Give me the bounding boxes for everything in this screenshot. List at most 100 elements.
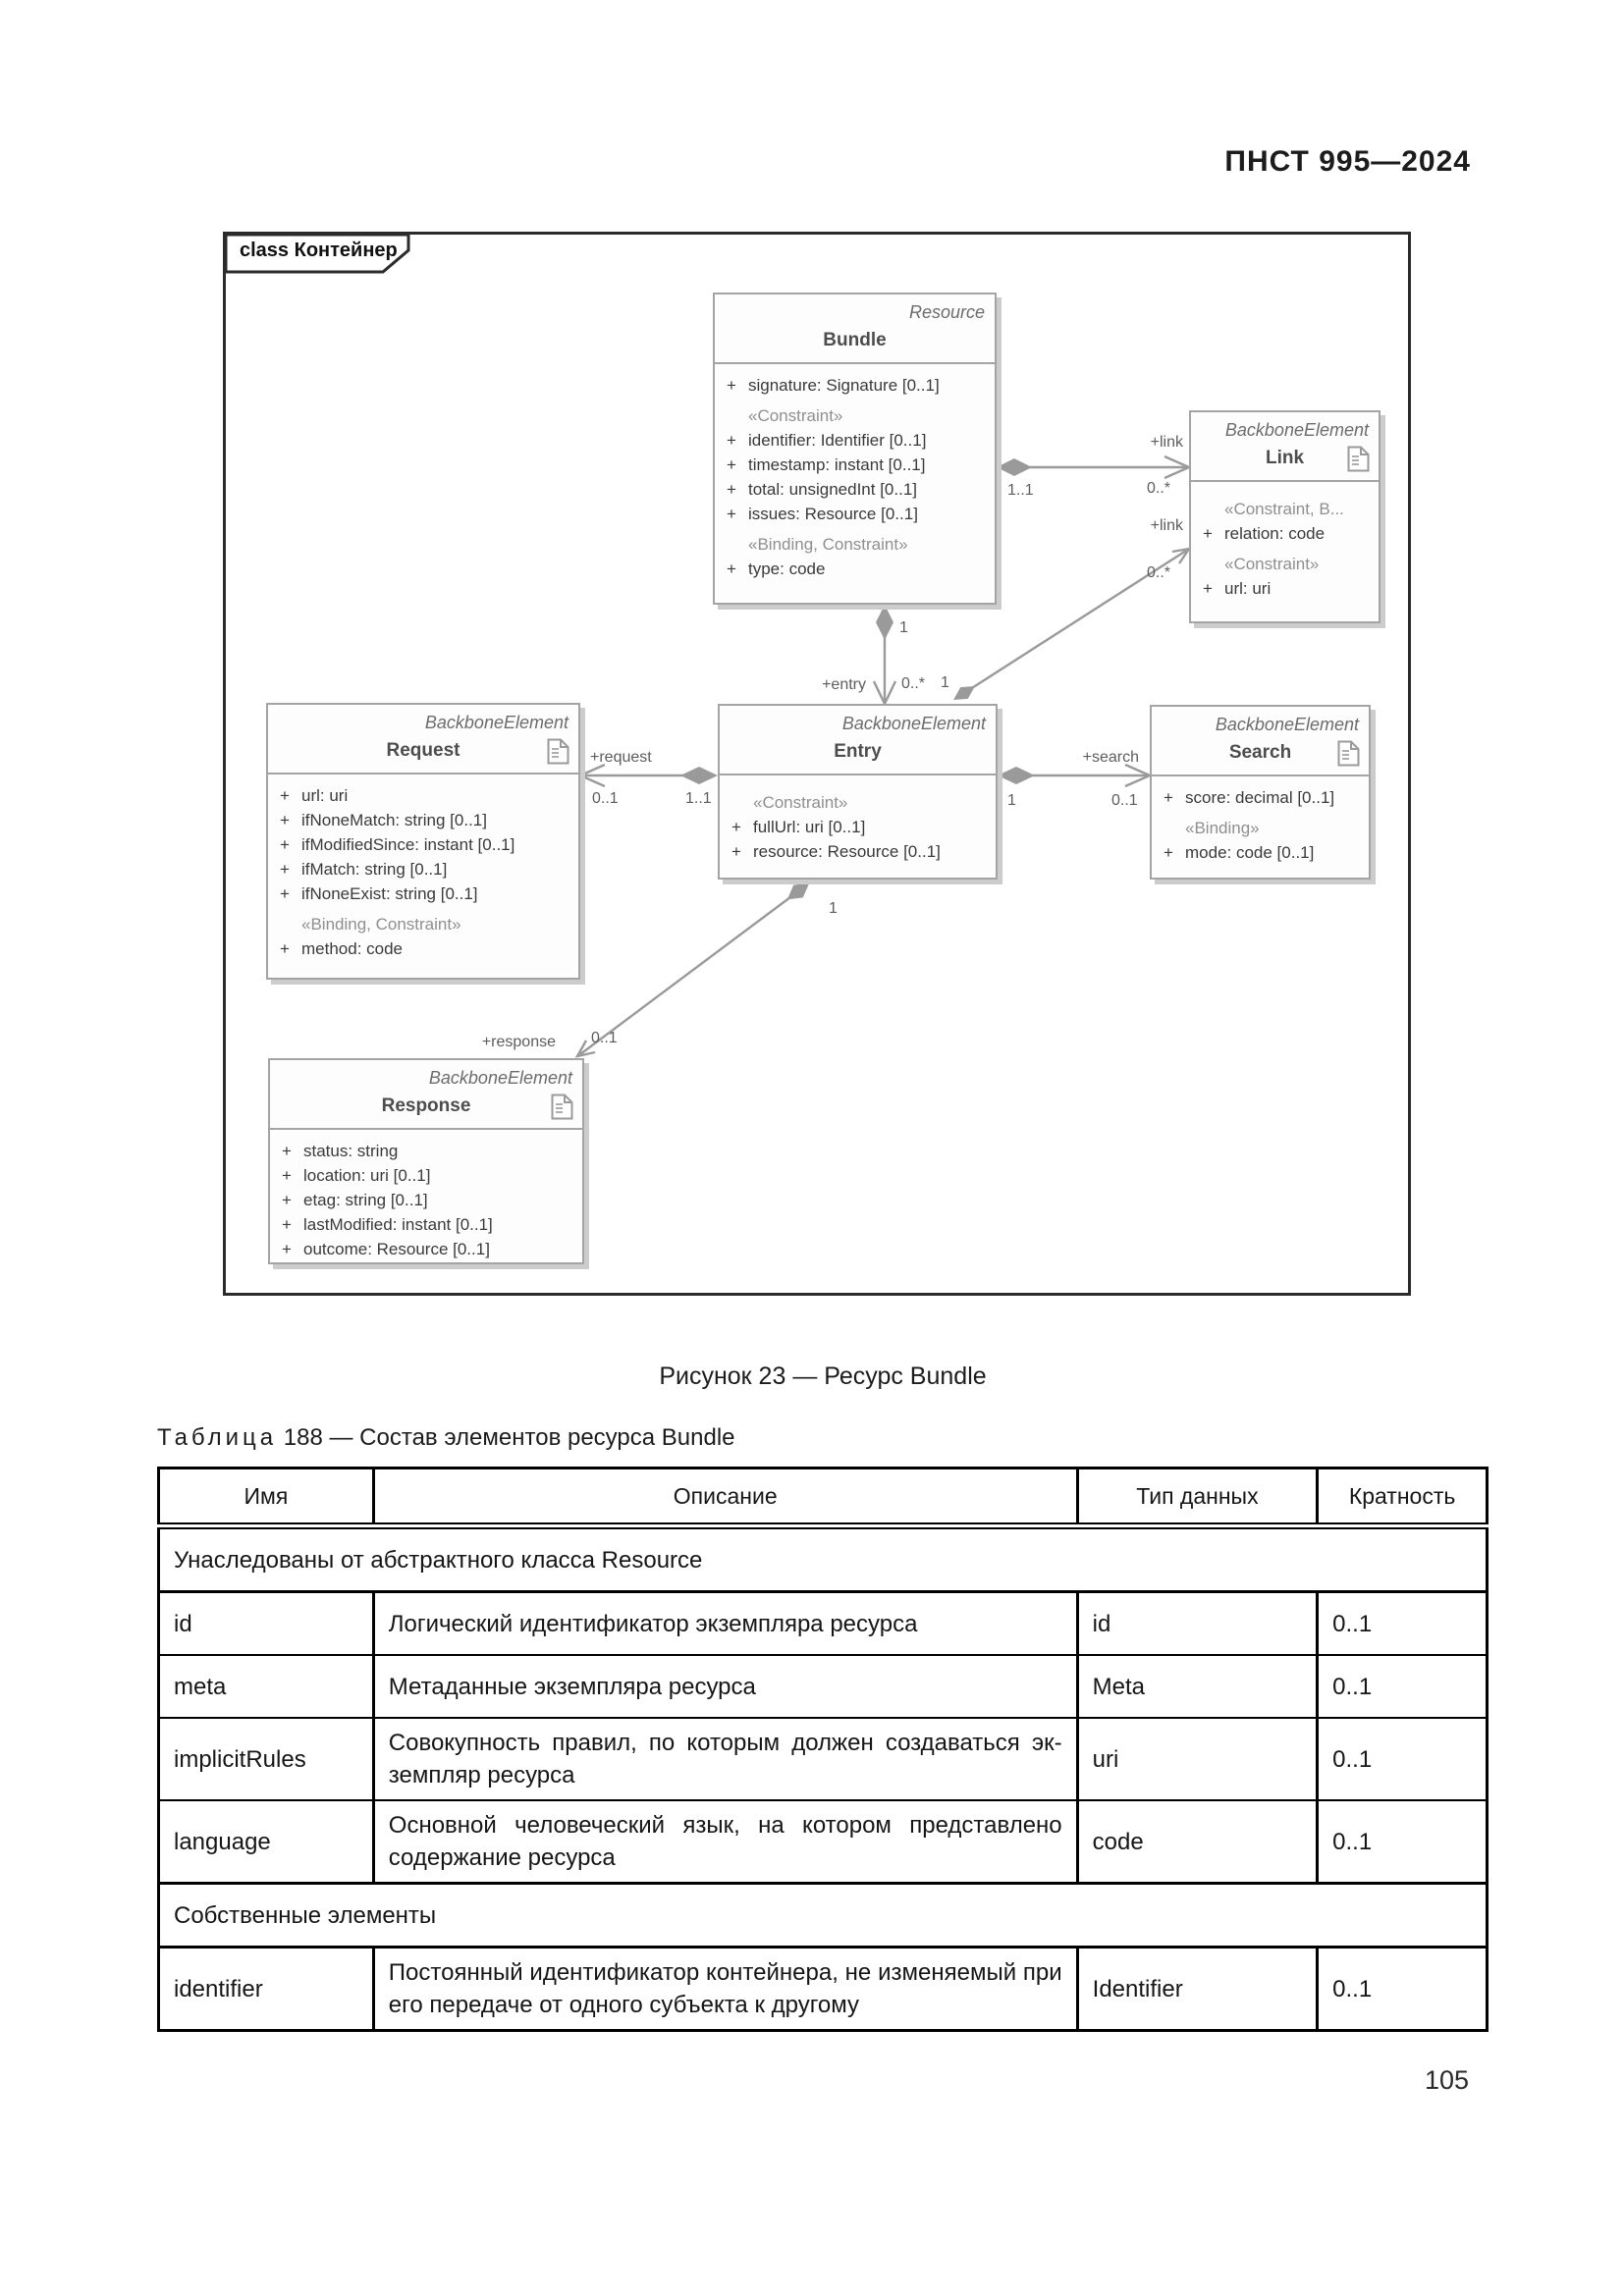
cell-cardinality: 0..1 [1317,1947,1488,2032]
uml-attribute: +mode: code [0..1] [1152,840,1369,865]
uml-attribute: +relation: code [1191,521,1379,546]
class-supertype: BackboneElement [1215,715,1359,734]
uml-attribute: +score: decimal [0..1] [1152,785,1369,810]
cell-description: Логический идентификатор экземпляра ресу… [373,1591,1079,1656]
visibility-plus: + [280,786,290,805]
visibility-plus: + [282,1191,292,1209]
visibility-plus: + [727,560,736,578]
uml-class-response: BackboneElement Response +status: string… [268,1058,584,1264]
class-header: BackboneElement Response [270,1060,582,1130]
frame-label: class Контейнер [240,240,398,261]
visibility-plus: + [727,455,736,474]
role-label: +search [1082,749,1139,766]
uml-class-search: BackboneElement Search +score: decimal [… [1150,705,1371,880]
uml-attribute: +ifMatch: string [0..1] [268,857,578,881]
class-header: BackboneElement Request [268,705,578,774]
visibility-plus: + [282,1166,292,1185]
uml-attribute: +ifNoneMatch: string [0..1] [268,808,578,832]
cell-description: Совокупность правил, по которым должен с… [373,1718,1079,1801]
table-section-row: Собственные элементы [158,1882,1488,1949]
class-name: Bundle [823,330,887,350]
elements-table: Имя Описание Тип данных Кратность Унасле… [157,1467,1489,2032]
document-icon [1347,446,1370,472]
uml-attribute: +lastModified: instant [0..1] [270,1212,582,1237]
class-attributes: +url: uri +ifNoneMatch: string [0..1] +i… [268,774,578,961]
column-header-description: Описание [373,1468,1079,1529]
document-icon [1337,740,1360,767]
multiplicity-label: 0..1 [592,790,619,807]
multiplicity-label: 1..1 [1007,482,1034,499]
multiplicity-label: 0..* [1147,564,1171,581]
uml-stereotype: «Binding, Constraint» [748,535,908,554]
cell-name: language [158,1800,375,1885]
class-name: Link [1265,448,1305,468]
visibility-plus: + [280,884,290,903]
figure-caption: Рисунок 23 — Ресурс Bundle [659,1362,987,1390]
multiplicity-label: 0..1 [1111,792,1138,809]
cell-description: Постоянный идентификатор контейнера, не … [373,1947,1079,2032]
uml-attribute: +ifModifiedSince: instant [0..1] [268,832,578,857]
cell-name: id [158,1591,375,1656]
cell-name: identifier [158,1947,375,2032]
uml-stereotype: «Binding» [1185,819,1260,837]
class-header: BackboneElement Link [1191,412,1379,482]
visibility-plus: + [1203,524,1213,543]
multiplicity-label: 1 [829,900,838,917]
uml-attribute: +ifNoneExist: string [0..1] [268,881,578,906]
role-label: +request [590,749,652,766]
cell-name: meta [158,1655,375,1719]
cell-cardinality: 0..1 [1317,1800,1488,1885]
class-header: BackboneElement Search [1152,707,1369,776]
uml-attribute: +resource: Resource [0..1] [720,839,996,864]
class-supertype: BackboneElement [1224,420,1369,440]
uml-attribute: +status: string [270,1139,582,1163]
class-supertype: BackboneElement [424,713,568,732]
multiplicity-label: 1 [941,674,949,691]
class-attributes: «Constraint» +fullUrl: uri [0..1] +resou… [720,775,996,864]
class-attributes: «Constraint, B... +relation: code «Const… [1191,482,1379,601]
class-header: Resource Bundle [715,294,995,364]
section-label: Собственные элементы [158,1882,1488,1949]
cell-cardinality: 0..1 [1317,1591,1488,1656]
uml-attribute: +etag: string [0..1] [270,1188,582,1212]
uml-class-entry: BackboneElement Entry «Constraint» +full… [718,704,998,880]
cell-datatype: id [1077,1591,1320,1656]
visibility-plus: + [282,1215,292,1234]
uml-diagram-frame: class Контейнер Resource Bundle +signatu… [223,232,1411,1296]
visibility-plus: + [731,842,741,861]
cell-datatype: uri [1077,1718,1320,1801]
uml-class-bundle: Resource Bundle +signature: Signature [0… [713,293,997,605]
role-label: +entry [822,676,866,693]
class-attributes: +score: decimal [0..1] «Binding» +mode: … [1152,776,1369,865]
role-label: +link [1150,434,1183,451]
cell-datatype: code [1077,1800,1320,1885]
class-supertype: BackboneElement [841,714,986,733]
uml-attribute: +identifier: Identifier [0..1] [715,428,995,453]
uml-stereotype: «Constraint» [1224,555,1320,573]
role-label: +link [1150,517,1183,534]
column-header-datatype: Тип данных [1077,1468,1320,1529]
uml-stereotype: «Constraint» [753,793,848,812]
class-name: Entry [834,741,882,762]
multiplicity-label: 0..* [901,675,926,692]
table-row: language Основной человеческий язык, на … [158,1800,1488,1885]
class-header: BackboneElement Entry [720,706,996,775]
uml-attribute: +url: uri [268,783,578,808]
cell-name: implicitRules [158,1718,375,1801]
uml-attribute: +fullUrl: uri [0..1] [720,815,996,839]
class-name: Search [1228,742,1292,763]
table-row: id Логический идентификатор экземпляра р… [158,1591,1488,1656]
column-header-cardinality: Кратность [1317,1468,1488,1529]
uml-attribute: +url: uri [1191,576,1379,601]
visibility-plus: + [727,376,736,395]
uml-attribute: +signature: Signature [0..1] [715,373,995,398]
cell-cardinality: 0..1 [1317,1655,1488,1719]
cell-description: Основной человеческий язык, на котором п… [373,1800,1079,1885]
visibility-plus: + [282,1240,292,1258]
visibility-plus: + [1203,579,1213,598]
class-supertype: Resource [908,302,985,322]
class-name: Response [381,1095,471,1116]
uml-stereotype: «Constraint, B... [1224,500,1344,518]
uml-connectors [226,235,1192,1058]
